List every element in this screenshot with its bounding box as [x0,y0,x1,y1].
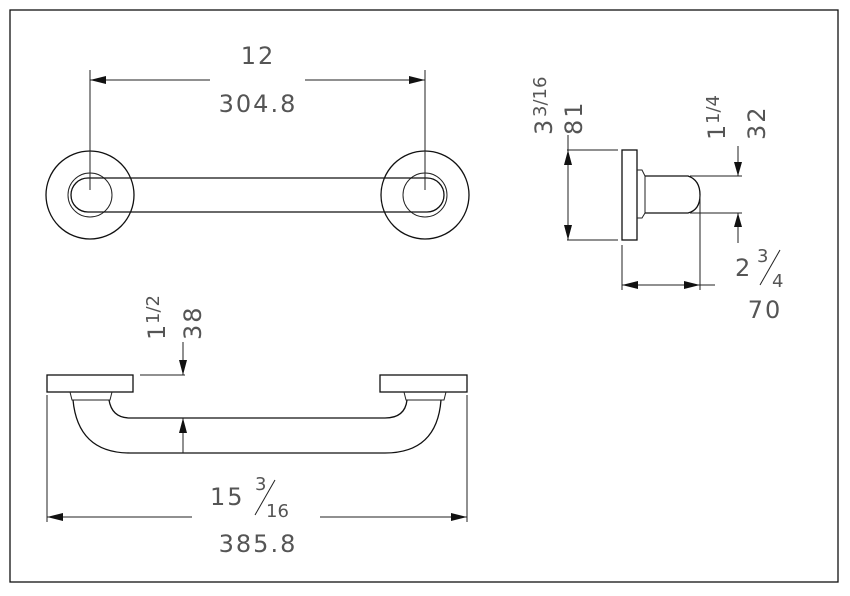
dim-1-whole: 1 [143,323,171,340]
flange [621,149,638,241]
arrow-icon [564,225,572,240]
dim-1-2-frac: 1/2 [143,295,164,324]
side-view: 3 3/16 81 1 1/4 32 2 3 4 70 [530,77,783,324]
arrow-icon [734,162,742,176]
bar-top [70,177,445,213]
top-view: 12 304.8 [45,42,470,240]
dim-81: 81 [560,100,588,135]
arrow-icon [684,281,700,289]
dim-70: 70 [748,296,783,324]
arrow-icon [179,418,187,433]
dim-3-num: 3 [757,246,768,267]
bar-outer [72,399,442,454]
arrow-icon [47,513,63,521]
tube [645,175,701,214]
dim-3-16-frac: 3/16 [530,77,551,117]
fraction-slash [254,479,276,516]
dim-3-whole: 3 [530,118,558,135]
dim-4-den: 4 [772,271,783,292]
collar [637,169,646,219]
bar-inner [108,399,408,419]
left-collar [69,391,113,401]
right-flange [379,374,468,393]
arrow-icon [179,360,187,375]
dim-385-8: 385.8 [219,530,298,558]
fraction-slash [759,249,781,286]
dim-12: 12 [241,42,276,70]
dim-38: 38 [179,305,207,340]
dim-2-whole: 2 [735,254,752,282]
dim-15-whole: 15 [210,483,245,511]
right-collar [403,391,447,401]
arrow-icon [451,513,467,521]
arrow-icon [90,76,106,84]
dim-16-den: 16 [266,501,289,522]
dim-1-whole: 1 [703,123,731,140]
arrow-icon [734,213,742,227]
left-flange [46,374,134,393]
drawing-border [9,9,839,583]
arrow-icon [409,76,425,84]
arrow-icon [564,150,572,165]
dim-1-4-frac: 1/4 [703,95,724,124]
dim-32: 32 [743,105,771,140]
arrow-icon [622,281,638,289]
dim-304-8: 304.8 [219,90,298,118]
front-view: 1 1/2 38 15 3 16 385.8 [46,295,468,558]
dim-3-num: 3 [255,474,266,495]
